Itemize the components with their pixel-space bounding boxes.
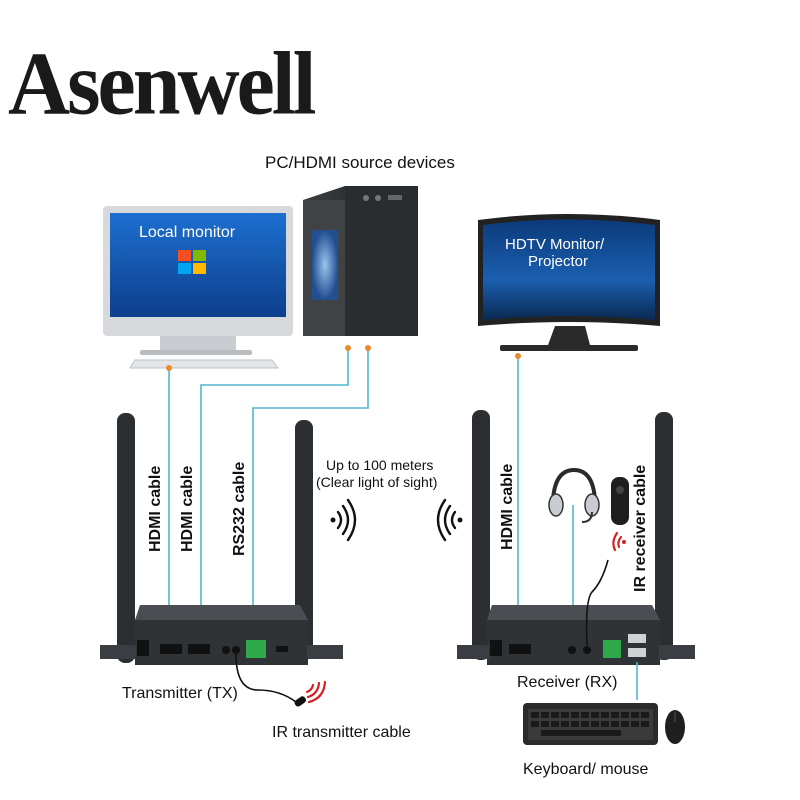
ir-signal-icon (305, 680, 327, 704)
keyboard-icon (523, 703, 658, 745)
wireless-signal-icon (330, 498, 357, 542)
transmitter-label: Transmitter (TX) (122, 685, 238, 702)
hdtv-label-line1: HDTV Monitor/ (505, 236, 605, 253)
wireless-signal-icon (436, 498, 463, 542)
remote-control-icon (611, 477, 629, 525)
rx-ir-cable-label: IR receiver cable (632, 465, 649, 592)
hdtv-label-line2: Projector (528, 253, 588, 270)
hdtv-monitor (478, 214, 660, 351)
local-monitor-label: Local monitor (139, 224, 236, 241)
local-keyboard (129, 359, 279, 369)
receiver-device (457, 410, 695, 665)
tx-hdmi-cable-label-2: HDMI cable (179, 466, 196, 552)
tx-rs232-cable-label: RS232 cable (231, 462, 248, 556)
distance-label-line1: Up to 100 meters (326, 457, 433, 473)
ir-transmitter-cable (235, 653, 297, 703)
ir-receiver-cable (585, 559, 609, 646)
tx-hdmi-cable-label-1: HDMI cable (147, 466, 164, 552)
mouse-icon (665, 710, 685, 744)
cable-lines (168, 348, 574, 612)
ir-transmitter-head (294, 696, 307, 707)
transmitter-device (100, 413, 343, 665)
ir-signal-icon (612, 531, 626, 552)
rx-hdmi-cable-label: HDMI cable (499, 464, 516, 550)
source-devices-label: PC/HDMI source devices (265, 153, 455, 172)
ir-transmitter-cable-label: IR transmitter cable (272, 724, 411, 741)
keyboard-mouse-label: Keyboard/ mouse (523, 761, 649, 778)
pc-tower (303, 186, 418, 336)
windows-logo-icon (178, 250, 206, 274)
distance-label-line2: (Clear light of sight) (316, 474, 437, 490)
headset-icon (548, 467, 600, 523)
brand-logo: Asenwell (8, 34, 315, 134)
receiver-label: Receiver (RX) (517, 674, 617, 691)
local-monitor (103, 206, 293, 355)
